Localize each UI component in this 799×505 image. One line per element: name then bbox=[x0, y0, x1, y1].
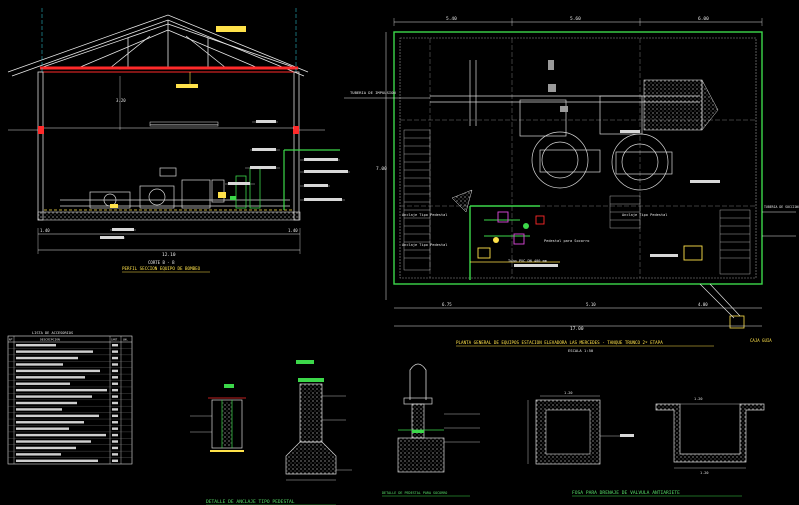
plan-dim-left: 7.00 bbox=[376, 166, 387, 172]
materials-row-text bbox=[16, 414, 99, 418]
materials-row-qty bbox=[112, 427, 118, 430]
materials-row-qty bbox=[112, 421, 118, 424]
svg-text:1.40: 1.40 bbox=[288, 228, 298, 233]
materials-row-qty bbox=[112, 382, 118, 385]
plan-dim-top-2: 5.60 bbox=[570, 16, 581, 22]
anchor-detail: DETALLE DE ANCLAJE TIPO PEDESTAL bbox=[190, 360, 352, 505]
plan-view: 5.40 5.60 6.00 7.00 bbox=[344, 16, 799, 353]
materials-row-text bbox=[16, 369, 100, 373]
beam-tag bbox=[176, 84, 198, 88]
plan-stairs bbox=[403, 129, 751, 275]
materials-row-text bbox=[16, 350, 93, 353]
plan-tank bbox=[643, 79, 703, 131]
materials-row-qty bbox=[112, 414, 118, 418]
plan-dim-total: 17.00 bbox=[570, 326, 584, 332]
materials-row-qty bbox=[112, 446, 118, 450]
plan-outer-wall bbox=[393, 31, 763, 285]
svg-text:3.20: 3.20 bbox=[116, 98, 126, 103]
plan-colored-pipes bbox=[469, 205, 703, 280]
svg-text:6.75: 6.75 bbox=[442, 302, 452, 307]
anchor-title: DETALLE DE ANCLAJE TIPO PEDESTAL bbox=[206, 499, 295, 505]
anclaje-label-1: Anclaje Tipo Pedestal bbox=[402, 213, 447, 217]
plan-title: PLANTA GENERAL DE EQUIPOS ESTACION ELEVA… bbox=[456, 340, 663, 345]
section-callouts bbox=[100, 121, 350, 239]
pedestal-detail: DETALLE DE PEDESTAL PARA SOCORRO bbox=[382, 363, 480, 497]
mat-head-desc: DESCRIPCION bbox=[40, 338, 60, 342]
materials-row-text bbox=[16, 459, 98, 462]
svg-text:1.20: 1.20 bbox=[564, 391, 572, 395]
roof-tag bbox=[216, 26, 246, 32]
pedestal-title: DETALLE DE PEDESTAL PARA SOCORRO bbox=[382, 491, 447, 495]
materials-row-text bbox=[16, 433, 106, 437]
plan-pipe-label-2: TUBERIA DE SUCCION bbox=[764, 205, 799, 209]
materials-row-qty bbox=[112, 459, 118, 462]
materials-row-text bbox=[16, 388, 107, 392]
anclaje-label-3: Anclaje Tipo Pedestal bbox=[622, 213, 667, 217]
mat-head-unit: UN. bbox=[123, 338, 129, 342]
materials-row-qty bbox=[112, 408, 118, 411]
roof-truss bbox=[7, 14, 309, 77]
section-title: PERFIL SECCION EQUIPO DE BOMBEO bbox=[122, 266, 201, 271]
materials-row-qty bbox=[112, 401, 118, 405]
plan-dim-top-3: 6.00 bbox=[698, 16, 709, 22]
materials-row-qty bbox=[112, 388, 118, 392]
materials-rows bbox=[8, 344, 132, 465]
materials-row-text bbox=[16, 446, 76, 450]
materials-row-qty bbox=[112, 350, 118, 353]
materials-row-text bbox=[16, 356, 78, 360]
mat-head-num: Nº bbox=[9, 338, 13, 342]
svg-text:1.20: 1.20 bbox=[694, 397, 702, 401]
materials-row-text bbox=[16, 376, 85, 379]
anclaje-label-2: Anclaje Tipo Pedestal bbox=[402, 243, 447, 247]
right-wall bbox=[293, 71, 300, 221]
pit-label: CAJA GUIA bbox=[750, 338, 772, 343]
materials-row-text bbox=[16, 401, 77, 405]
materials-row-text bbox=[16, 427, 69, 430]
valve-pit-section bbox=[655, 403, 765, 463]
materials-row-text bbox=[16, 395, 92, 398]
materials-row-text bbox=[16, 408, 62, 411]
section-subtitle: CORTE B - B bbox=[148, 260, 175, 265]
materials-row-qty bbox=[112, 453, 118, 456]
materials-row-qty bbox=[112, 363, 118, 366]
anchor-column bbox=[299, 383, 323, 443]
materials-row-qty bbox=[112, 369, 118, 373]
materials-row-text bbox=[16, 382, 70, 385]
valve-pit-title: FOSA PARA DRENAJE DE VALVULA ANTIARIETE bbox=[572, 490, 680, 496]
svg-text:4.00: 4.00 bbox=[698, 302, 708, 307]
materials-row-qty bbox=[112, 440, 118, 443]
left-wall bbox=[37, 71, 44, 221]
materials-row-qty bbox=[112, 376, 118, 379]
floor-slab bbox=[37, 211, 301, 221]
materials-row-qty bbox=[112, 433, 118, 437]
svg-text:1.20: 1.20 bbox=[700, 471, 708, 475]
materials-row-qty bbox=[112, 395, 118, 398]
valve-pit-detail: 1.20 1.20 1.20 FOSA PARA DRENAJE DE VALV… bbox=[527, 391, 765, 497]
plan-pipe-label: TUBERIA DE IMPULSION bbox=[350, 90, 396, 95]
materials-row-qty bbox=[112, 344, 118, 347]
materials-row-text bbox=[16, 453, 61, 456]
section-view: 3.20 bbox=[7, 8, 350, 273]
materials-row-qty bbox=[112, 356, 118, 360]
materials-row-text bbox=[16, 440, 91, 443]
materials-row-text bbox=[16, 344, 56, 347]
pedestal-label: Pedestal para Socorro bbox=[544, 239, 589, 243]
plan-scale: ESCALA 1:50 bbox=[568, 348, 594, 353]
svg-text:1.40: 1.40 bbox=[40, 228, 50, 233]
pump-equipment bbox=[60, 179, 290, 209]
tubo-note: Tubo PVC DN 400 mm bbox=[508, 259, 547, 263]
plan-dim-top-1: 5.40 bbox=[446, 16, 457, 22]
section-dim-total: 12.10 bbox=[162, 252, 176, 258]
materials-row-text bbox=[16, 421, 84, 424]
mat-head-qty: CANT. bbox=[111, 338, 119, 342]
materials-title: LISTA DE ACCESORIOS bbox=[32, 331, 73, 335]
materials-table: LISTA DE ACCESORIOS Nº DESCRIPCION CANT.… bbox=[7, 331, 133, 465]
materials-row-text bbox=[16, 363, 63, 366]
svg-text:5.10: 5.10 bbox=[586, 302, 596, 307]
